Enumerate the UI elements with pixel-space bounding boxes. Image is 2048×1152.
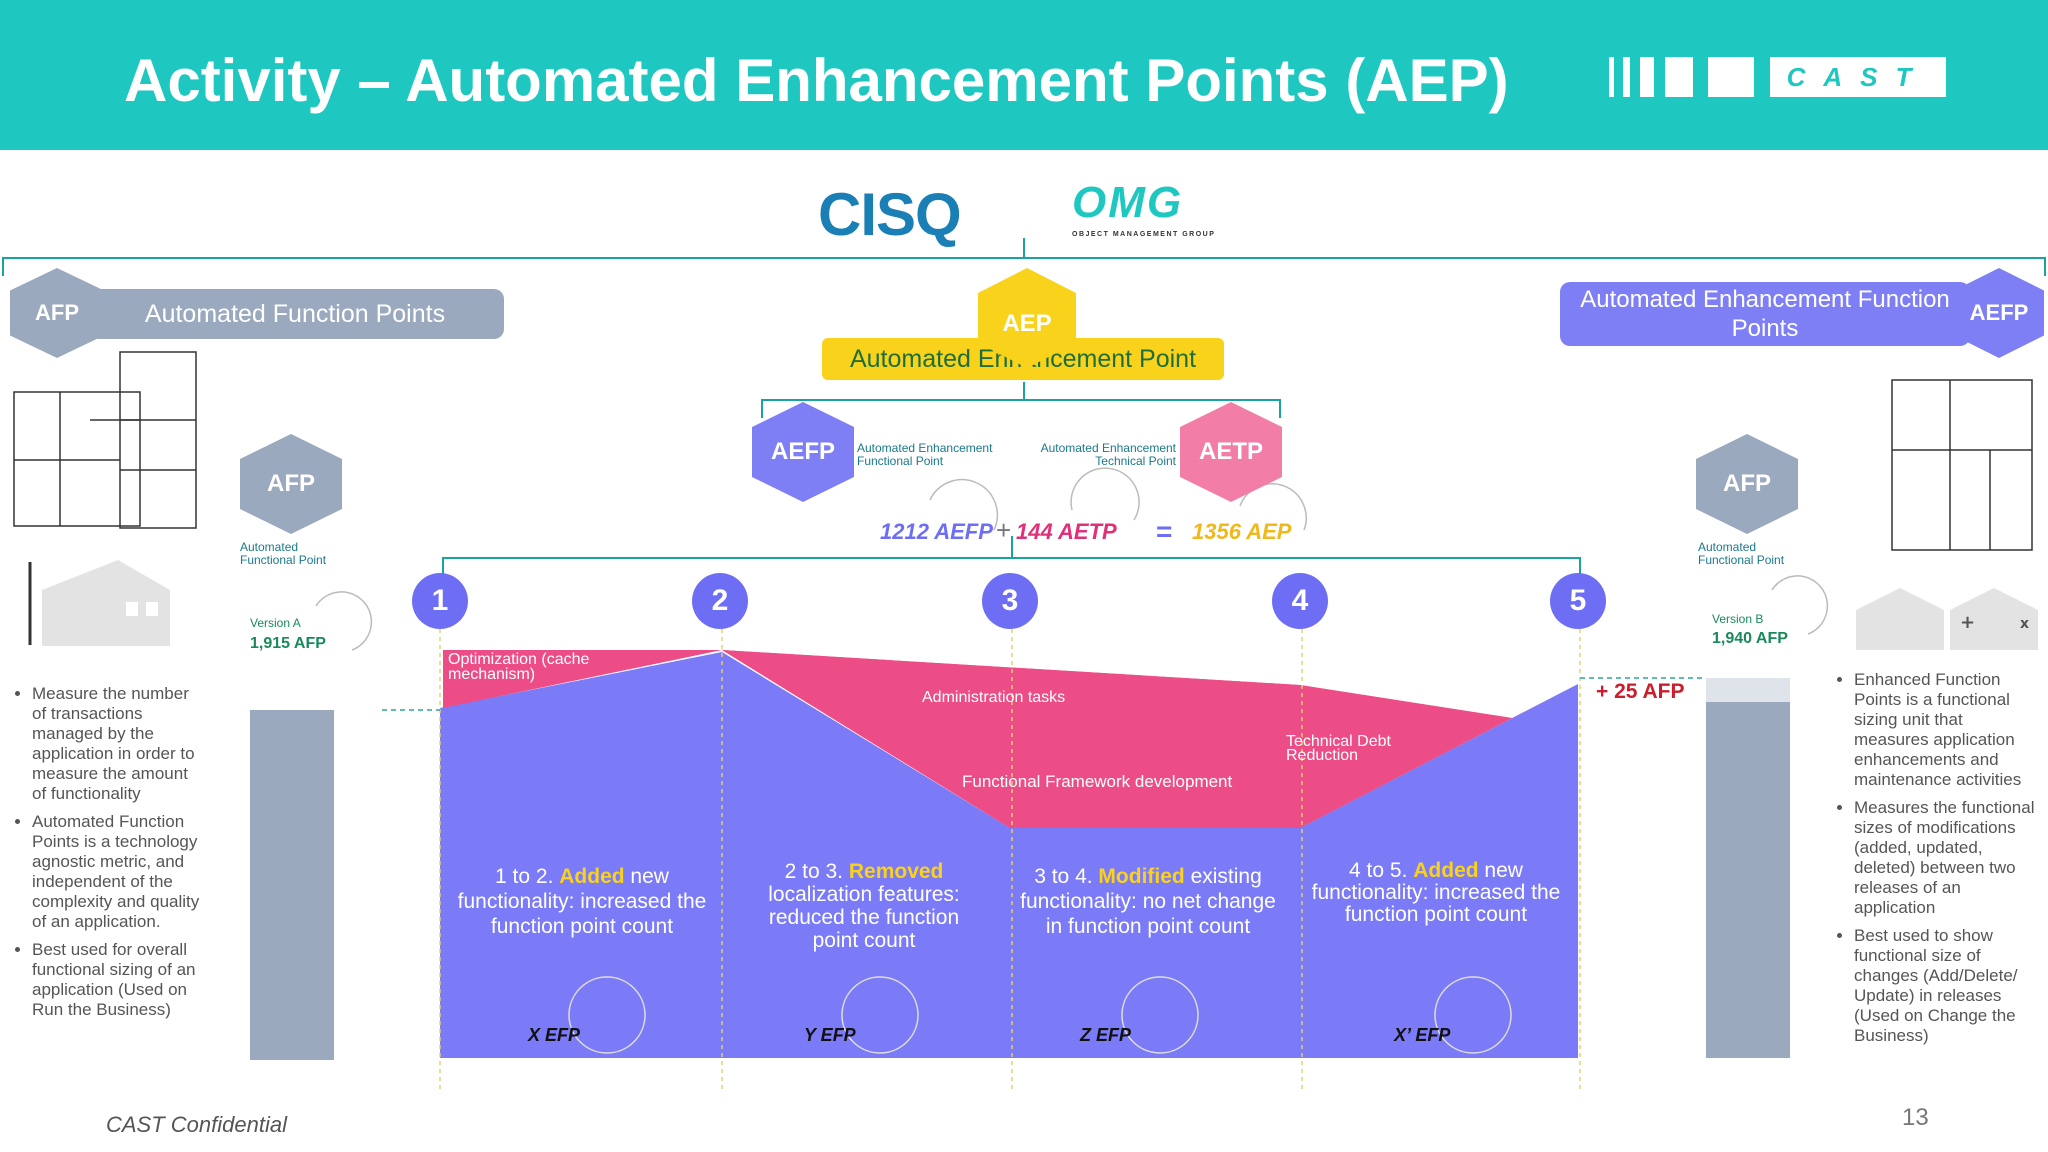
page-number: 13: [1902, 1104, 1929, 1131]
framework-label: Functional Framework development: [962, 772, 1233, 791]
segment-1-efp: X EFP: [528, 1025, 581, 1045]
cast-logo-bar: [1640, 57, 1654, 97]
afp-label: Automated Function Points: [86, 289, 504, 339]
step-1-badge: 1: [412, 573, 468, 629]
efp-area: [440, 652, 1578, 1058]
aefp-mid-label: Automated Enhancement Functional Point: [857, 441, 993, 468]
cast-logo-bar: [1665, 57, 1693, 97]
equation-aep: 1356 AEP: [1192, 519, 1292, 544]
cast-logo-bar: [1708, 57, 1754, 97]
svg-text:+: +: [1960, 612, 1975, 633]
admin-tasks-label: Administration tasks: [922, 689, 1066, 706]
slide-header: [0, 0, 2048, 150]
right-bullets: Enhanced Function Points is a functional…: [1826, 670, 2036, 1054]
left-afp-label: Automated Functional Point: [240, 540, 327, 567]
floorplan-left-icon: [13, 351, 197, 529]
house-right-icon: [1856, 588, 1944, 650]
delta-afp: + 25 AFP: [1596, 680, 1685, 703]
version-a-bar: [250, 710, 334, 1060]
technical-debt-label: Technical Debt Reduction: [1286, 733, 1391, 764]
version-b-bar: [1706, 678, 1790, 1058]
version-a-label: Version A: [250, 616, 301, 630]
step-2-badge: 2: [692, 573, 748, 629]
pink-main: [722, 650, 1578, 828]
house-left-icon: [42, 560, 170, 646]
omg-logo: OMG: [1072, 178, 1184, 227]
segment-2-text: 2 to 3. Removed localization features: r…: [768, 860, 960, 952]
cast-logo-bar: [1609, 57, 1614, 97]
house-right-added-icon: [1950, 588, 2038, 650]
cisq-logo: CISQ: [818, 181, 962, 248]
cast-logo: CAST: [1770, 57, 1946, 97]
omg-subtitle: OBJECT MANAGEMENT GROUP: [1072, 231, 1216, 238]
pink-optimization: [443, 650, 722, 708]
version-b-delta: [1706, 678, 1790, 702]
equation-aetp: 144 AETP: [1016, 519, 1117, 544]
aetp-mid-label: Automated Enhancement Technical Point: [1040, 441, 1176, 468]
slide-title: Activity – Automated Enhancement Points …: [124, 47, 1509, 114]
right-bullet-2: Measures the functional sizes of modific…: [1854, 798, 2036, 918]
right-bullet-1: Enhanced Function Points is a functional…: [1854, 670, 2036, 790]
segment-4-efp: X’ EFP: [1394, 1025, 1451, 1045]
left-bullets: Measure the number of transactions manag…: [4, 684, 206, 1028]
segment-2-efp: Y EFP: [804, 1025, 856, 1045]
left-bullet-3: Best used for overall functional sizing …: [32, 940, 206, 1020]
segment-3-text: 3 to 4. Modified existing functionality:…: [1020, 865, 1276, 938]
step-4-badge: 4: [1272, 573, 1328, 629]
right-afp-label: Automated Functional Point: [1698, 540, 1785, 567]
segment-4-text: 4 to 5. Added new functionality: increas…: [1311, 859, 1561, 926]
floorplan-right-icon: [1891, 379, 2033, 551]
version-a-value: 1,915 AFP: [250, 635, 326, 652]
svg-text:x: x: [2020, 616, 2029, 632]
version-b-value: 1,940 AFP: [1712, 630, 1788, 647]
optimization-label: Optimization (cache mechanism): [448, 651, 590, 683]
segment-3-efp: Z EFP: [1080, 1025, 1132, 1045]
left-bullet-1: Measure the number of transactions manag…: [32, 684, 206, 804]
equation-aefp: 1212 AEFP: [880, 519, 993, 544]
equation-plus: +: [996, 515, 1012, 545]
cast-logo-bar: [1623, 57, 1630, 97]
equation-equals: =: [1156, 516, 1173, 547]
aefp-hex-badge: AEFP: [1954, 268, 2044, 358]
step-5-badge: 5: [1550, 573, 1606, 629]
left-bullet-2: Automated Function Points is a technolog…: [32, 812, 206, 932]
aep-bracket: [761, 399, 1281, 418]
step-3-badge: 3: [982, 573, 1038, 629]
confidential-footer: CAST Confidential: [106, 1112, 287, 1137]
right-bullet-3: Best used to show functional size of cha…: [1854, 926, 2036, 1046]
segment-1-text: 1 to 2. Added new functionality: increas…: [457, 865, 707, 938]
version-b-label: Version B: [1712, 612, 1764, 626]
aefp-label: Automated Enhancement Function Points: [1560, 282, 1970, 346]
